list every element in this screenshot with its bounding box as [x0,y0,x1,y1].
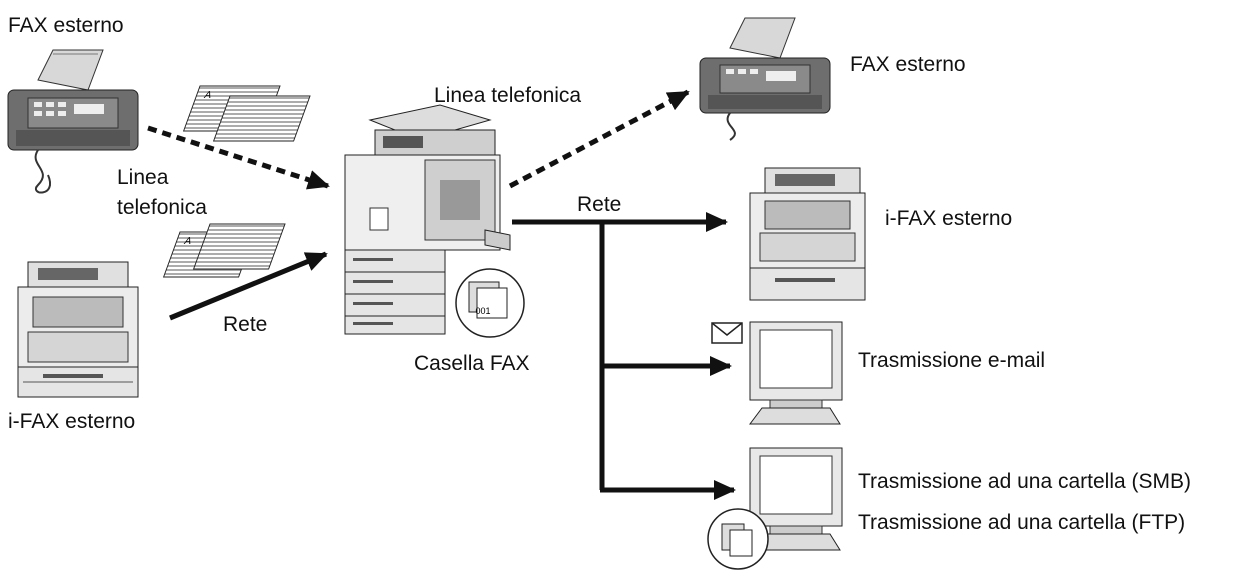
multifunction-printer-icon [749,167,866,301]
ifax-in-label: i-FAX esterno [8,410,136,433]
phone-line-in-label-2: telefonica [117,196,207,219]
fax-box-label: Casella FAX [414,352,530,375]
email-out-label: Trasmissione e-mail [858,349,1046,372]
fax-in-label: FAX esterno [8,14,124,37]
computer-icon [749,447,843,551]
smb-out-label: Trasmissione ad una cartella (SMB) [858,470,1192,493]
fax-machine-icon [7,49,139,194]
fax-machine-icon [699,17,831,141]
network-out-label: Rete [577,193,622,216]
network-in-label: Rete [223,313,268,336]
fax-out-label: FAX esterno [850,53,966,76]
multifunction-printer-icon [344,104,511,335]
ftp-out-label: Trasmissione ad una cartella (FTP) [858,511,1186,534]
envelope-icon [711,322,743,344]
svg-text:001: 001 [475,306,490,316]
connection-arrows [147,89,736,500]
multifunction-printer-icon [17,261,139,398]
phone-line-out-label: Linea telefonica [434,84,582,107]
folder-icon [707,508,769,570]
fax-box-icon: 001 [455,268,525,338]
phone-line-in-label-1: Linea [117,166,169,189]
computer-icon [749,321,843,425]
ifax-out-label: i-FAX esterno [885,207,1013,230]
svg-text:A: A [183,236,194,247]
svg-text:A: A [203,90,214,101]
document-stack-icon: A A [162,85,311,278]
